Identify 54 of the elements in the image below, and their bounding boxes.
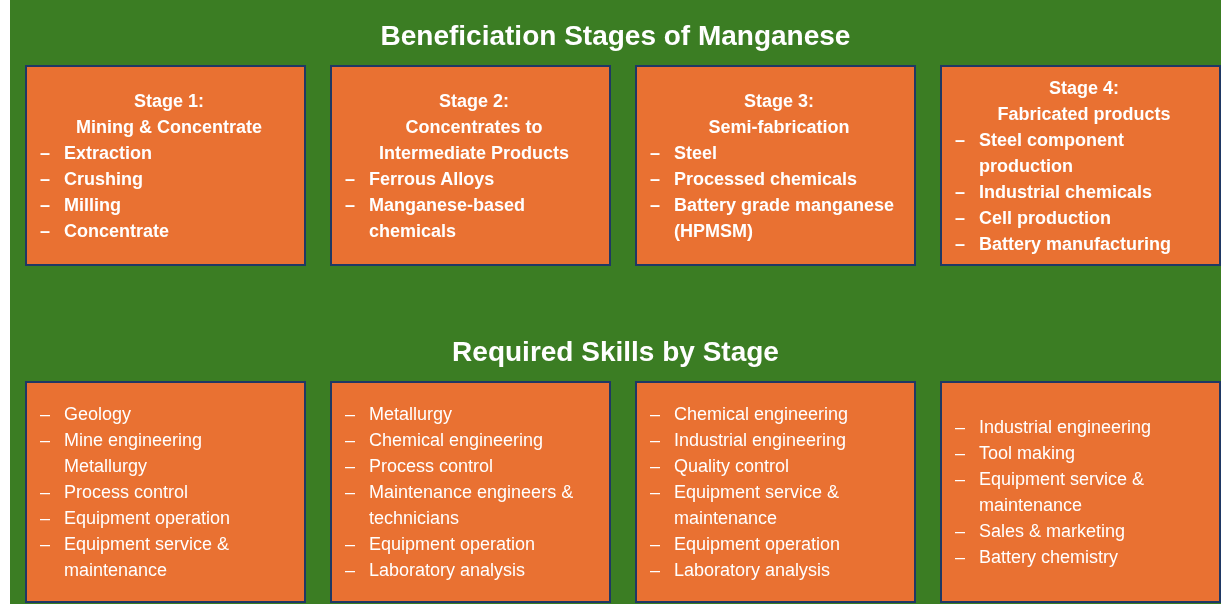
stage-heading: Semi-fabrication xyxy=(707,115,851,139)
stage-heading: Stage 3: xyxy=(743,89,815,113)
list-item: – Milling xyxy=(40,193,122,217)
list-item: – Laboratory analysis xyxy=(650,559,832,582)
list-item: – Industrial engineering xyxy=(650,429,848,452)
stage-heading: Stage 1: xyxy=(133,89,205,113)
list-item: – Process control xyxy=(345,455,495,478)
list-item: – Maintenance engineers & technicians xyxy=(345,481,575,530)
list-item: – Equipment operation xyxy=(650,533,842,556)
list-item: – Processed chemicals xyxy=(650,167,859,191)
list-item: – Extraction xyxy=(40,141,154,165)
list-item: – Manganese-based chemicals xyxy=(345,193,527,243)
stage-box xyxy=(330,65,611,266)
list-item: – Equipment operation xyxy=(40,507,232,530)
stage-box xyxy=(635,65,916,266)
list-item: – Battery chemistry xyxy=(955,546,1120,569)
list-item: – Laboratory analysis xyxy=(345,559,527,582)
list-item: – Equipment service & maintenance xyxy=(40,533,231,582)
stage-heading: Stage 2: xyxy=(438,89,510,113)
list-item: – Equipment operation xyxy=(345,533,537,556)
list-item: – Geology xyxy=(40,403,133,426)
skills-box xyxy=(940,381,1221,603)
list-item: – Mine engineering xyxy=(40,429,204,452)
list-item: – Industrial engineering xyxy=(955,416,1153,439)
list-item: – Cell production xyxy=(955,206,1112,230)
list-item: – Metallurgy xyxy=(345,403,454,426)
skills-box xyxy=(635,381,916,603)
stage-heading: Concentrates to Intermediate Products xyxy=(377,115,570,165)
list-item: – Concentrate xyxy=(40,219,171,243)
diagram-title: Beneficiation Stages of Manganese xyxy=(379,20,852,52)
list-item: Metallurgy xyxy=(63,455,149,478)
stage-box xyxy=(25,65,306,266)
stage-heading: Mining & Concentrate xyxy=(75,115,263,139)
list-item: – Battery grade manganese (HPMSM) xyxy=(650,193,896,243)
stage-heading: Fabricated products xyxy=(996,102,1172,126)
list-item: – Equipment service & maintenance xyxy=(955,468,1146,517)
list-item: – Steel xyxy=(650,141,719,165)
list-item: – Battery manufacturing xyxy=(955,232,1173,256)
list-item: – Crushing xyxy=(40,167,144,191)
skills-box xyxy=(330,381,611,603)
list-item: – Process control xyxy=(40,481,190,504)
list-item: – Sales & marketing xyxy=(955,520,1127,543)
list-item: – Ferrous Alloys xyxy=(345,167,496,191)
list-item: – Chemical engineering xyxy=(650,403,850,426)
skills-box xyxy=(25,381,306,603)
list-item: – Equipment service & maintenance xyxy=(650,481,841,530)
list-item: – Chemical engineering xyxy=(345,429,545,452)
stage-box xyxy=(940,65,1221,266)
section-heading: Required Skills by Stage xyxy=(451,336,780,368)
list-item: – Industrial chemicals xyxy=(955,180,1154,204)
list-item: – Quality control xyxy=(650,455,791,478)
stage-heading: Stage 4: xyxy=(1048,76,1120,100)
list-item: – Steel component production xyxy=(955,128,1126,178)
list-item: – Tool making xyxy=(955,442,1077,465)
